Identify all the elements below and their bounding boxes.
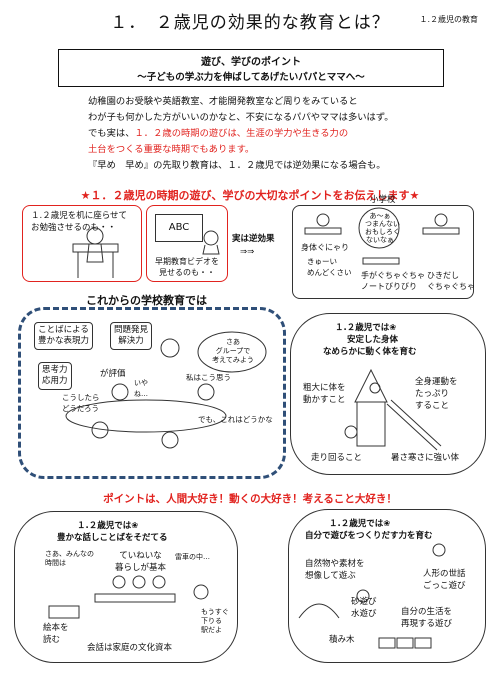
desk-study-box: １.２歳児を机に座らせて お勉強させるのも・・ bbox=[22, 205, 142, 282]
child-watching-illustration bbox=[202, 230, 220, 255]
language-bubble-time: さあ、みんなの 時間は bbox=[45, 550, 94, 567]
school-bubble: あ～ぁ つまんない おもしろく ないなぁ bbox=[365, 212, 400, 244]
play-label-blocks: 積み木 bbox=[329, 635, 355, 645]
reverse-effect-label: 実は逆効果 bbox=[232, 234, 275, 244]
language-box: １.２歳児では❀ 豊かな話しことばをそだてる さあ、みんなの 時間は ていねいな… bbox=[14, 511, 238, 663]
family-table-illustration bbox=[48, 575, 209, 619]
headline-box: 遊び、学びのポイント ～子どもの学ぶ力を伸ばしてあげたいパパとママへ～ bbox=[58, 49, 444, 87]
school-item-3: ひきだし ぐちゃぐちゃ bbox=[427, 271, 475, 291]
slide-illustration bbox=[344, 368, 442, 451]
point-line: ポイントは、人間大好き！動くの大好き！考えること大好き！ bbox=[103, 493, 397, 505]
future-school-frame bbox=[18, 307, 286, 479]
language-heading-1: １.２歳児では❀ bbox=[77, 521, 139, 531]
school-item-1: 身体ぐにゃり bbox=[301, 243, 349, 252]
intro-line1: 幼稚園のお受験や英語教室、才能開発教室など周りをみていると bbox=[88, 96, 358, 107]
intro-line4: 土台をつくる重要な時期でもあります。 bbox=[88, 144, 255, 155]
elementary-school-label: 小学校 bbox=[370, 195, 396, 205]
page-title: １． ２歳児の効果的な教育とは？ bbox=[110, 13, 390, 33]
body-heading-3: なめらかに動く体を育む bbox=[323, 347, 417, 357]
play-label-life-reenact: 自分の生活を 再現する遊び bbox=[401, 607, 453, 629]
school-item-2: 手がぐちゃぐちゃ ノートびりびり bbox=[361, 271, 425, 291]
body-label-running: 走り回ること bbox=[311, 453, 363, 463]
skill-problem-solving: 問題発見 解決力 bbox=[110, 322, 153, 350]
child-at-desk-illustration bbox=[72, 227, 119, 278]
language-label-culture: 会話は家庭の文化資本 bbox=[87, 643, 173, 653]
body-label-whole-body: 全身運動を たっぷり すること bbox=[415, 377, 458, 411]
play-label-sand-water: 砂遊び 水遊び bbox=[351, 597, 377, 619]
intro-line3: でも実は、１．２歳の時期の遊びは、生涯の学力や生きる力の bbox=[88, 126, 468, 141]
language-bubble-station: もうすぐ 下りる 駅だよ bbox=[201, 608, 229, 634]
bubble-group: さあ グループで 考えてみよう bbox=[212, 338, 254, 364]
body-heading-1: １.２歳児では❀ bbox=[335, 323, 397, 333]
headline-line1: 遊び、学びのポイント bbox=[201, 57, 301, 68]
intro-line3-plain: でも実は、 bbox=[88, 128, 135, 139]
evaluated-label: が評価 bbox=[100, 369, 126, 379]
bubble-well: いや ね… bbox=[134, 379, 148, 398]
body-label-gross-motor: 粗大に体を 動かすこと bbox=[303, 383, 346, 405]
play-illustration bbox=[298, 543, 446, 649]
desk-study-text: １.２歳児を机に座らせて お勉強させるのも・・ bbox=[31, 211, 128, 233]
elementary-school-box: あ～ぁ つまんない おもしろく ないなぁ きゅーい めんどくさい 身体ぐにゃり … bbox=[292, 205, 475, 299]
physical-development-box: １.２歳児では❀ 安定した身体 なめらかに動く体を育む 粗大に体を 動かすこと … bbox=[290, 313, 486, 475]
skill-expression: ことばによる 豊かな表現力 bbox=[34, 322, 94, 350]
play-heading-2: 自分で遊びをつくりだす力を育む bbox=[305, 531, 433, 541]
classroom-illustration bbox=[304, 207, 460, 265]
language-label-daily-life: ていねいな 暮らしが基本 bbox=[115, 551, 167, 573]
school-bubble-2: きゅーい めんどくさい bbox=[307, 257, 352, 277]
play-label-nature: 自然物や素材を 想像して遊ぶ bbox=[305, 559, 365, 581]
language-bubble-train: 雷車の中… bbox=[175, 553, 210, 561]
language-heading-2: 豊かな話しことばをそだてる bbox=[57, 533, 168, 543]
play-heading-1: １.２歳児では❀ bbox=[329, 519, 391, 529]
intro-line5: 『早め 早め』の先取り教育は、１．２歳児では逆効果になる場合も。 bbox=[88, 160, 386, 171]
page-subtitle: １.２歳児の教育 bbox=[419, 15, 478, 24]
future-school-heading: これからの学校教育では bbox=[86, 294, 207, 307]
play-label-pretend: 人形の世話 ごっこ遊び bbox=[423, 569, 466, 591]
skill-thinking: 思考力 応用力 bbox=[38, 362, 72, 390]
bubble-i-think: 私はこう思う bbox=[186, 373, 231, 382]
video-box: ABC 早期教育ビデオを 見せるのも・・ bbox=[146, 205, 228, 282]
intro-line2: わが子も何かした方がいいのかなと、不安になるパパやママは多いはず。 bbox=[88, 112, 394, 123]
headline-line2: ～子どもの学ぶ力を伸ばしてあげたいパパとママへ～ bbox=[137, 72, 365, 83]
body-label-strong-body: 暑さ寒さに強い体 bbox=[391, 453, 460, 463]
intro-line3-red: １．２歳の時期の遊びは、生涯の学力や生きる力の bbox=[134, 128, 349, 139]
arrow-icon: ⇒⇒ bbox=[240, 247, 255, 257]
blackboard: ABC bbox=[155, 214, 203, 242]
body-heading-2: 安定した身体 bbox=[347, 335, 399, 345]
star-heading: ★１．２歳児の時期の遊び、学びの大切なポイントをお伝えします★ bbox=[80, 189, 420, 202]
video-text: 早期教育ビデオを 見せるのも・・ bbox=[155, 257, 219, 277]
bubble-but: でも、これはどうかな bbox=[198, 415, 273, 424]
play-box: １.２歳児では❀ 自分で遊びをつくりだす力を育む 自然物や素材を 想像して遊ぶ … bbox=[288, 509, 486, 663]
bubble-how-about: こうしたら どうだろう bbox=[62, 393, 100, 413]
language-label-picture-book: 絵本を 読む bbox=[43, 623, 69, 645]
